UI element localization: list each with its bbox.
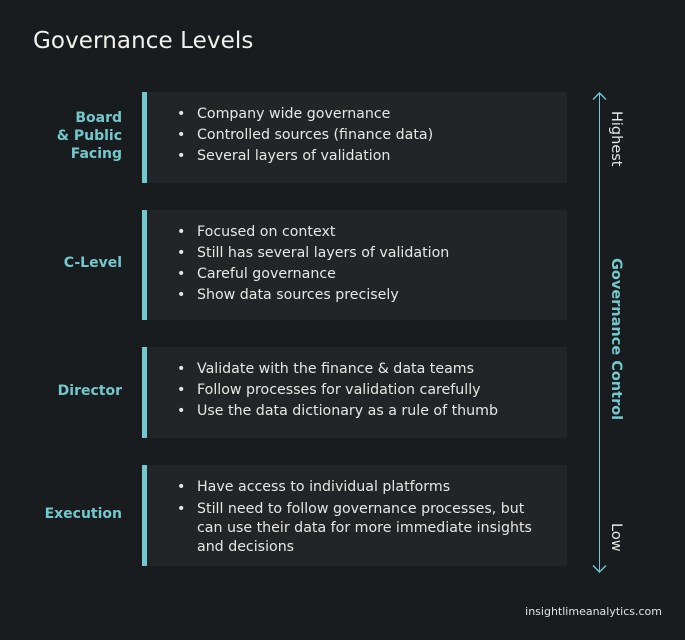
level-box: • Focused on context • Still has several l… (142, 210, 567, 320)
bullet-item: • Focused on context (177, 222, 449, 243)
level-label-line: C-Level (63, 255, 122, 271)
bullet-text: Show data sources precisely (197, 287, 399, 303)
bullet-icon: • (177, 127, 186, 143)
bullet-icon: • (177, 382, 186, 398)
level-box: • Have access to individual platforms • St… (142, 465, 567, 566)
bullet-icon: • (177, 224, 186, 240)
level-label-line: & Public (56, 128, 122, 144)
level-box: • Company wide governance • Controlled sou… (142, 92, 567, 183)
bullet-item: • Validate with the finance & data teams (177, 359, 498, 380)
bullet-icon: • (177, 361, 186, 377)
bullet-list: • Company wide governance • Controlled sou… (177, 104, 433, 167)
level-label: C-Level (64, 254, 122, 272)
bullet-icon: • (177, 245, 186, 261)
bullet-text: Validate with the finance & data teams (197, 361, 474, 377)
bullet-icon: • (177, 403, 186, 419)
bullet-text: Use the data dictionary as a rule of thu… (197, 403, 498, 419)
bullet-icon: • (177, 266, 186, 282)
governance-axis-line (599, 93, 600, 571)
bullet-item: • Use the data dictionary as a rule of th… (177, 401, 498, 422)
arrow-down-icon (592, 565, 607, 573)
bullet-text: Still need to follow governance processe… (197, 501, 525, 517)
bullet-text: and decisions (197, 539, 295, 555)
bullet-item: • Have access to individual platforms (177, 477, 532, 498)
bullet-icon: • (177, 479, 186, 495)
axis-top-label: Highest (608, 111, 624, 167)
footer-website: insightlimeanalytics.com (525, 605, 662, 618)
bullet-icon: • (177, 287, 186, 303)
bullet-item: • Several layers of validation (177, 146, 433, 167)
bullet-text: Several layers of validation (197, 148, 391, 164)
bullet-text: Careful governance (197, 266, 336, 282)
level-label-line: Facing (70, 146, 122, 162)
level-label: Board & Public Facing (57, 109, 122, 163)
bullet-icon: • (177, 148, 186, 164)
axis-bottom-label: Low (608, 523, 624, 552)
bullet-item: • Follow processes for validation careful… (177, 380, 498, 401)
bullet-item: • Company wide governance (177, 104, 433, 125)
bullet-item: • Controlled sources (finance data) (177, 125, 433, 146)
bullet-list: • Have access to individual platforms • St… (177, 477, 532, 557)
level-label-line: Director (57, 383, 122, 399)
bullet-list: •Validate with the finance & data teams … (177, 359, 498, 422)
level-label-line: Board (75, 110, 122, 126)
arrow-up-icon (592, 92, 607, 100)
bullet-item: • Still has several layers of validation (177, 243, 449, 264)
bullet-text: Controlled sources (finance data) (197, 127, 434, 143)
bullet-icon: • (177, 501, 186, 517)
bullet-item: • Still need to follow governance process… (177, 500, 532, 557)
bullet-icon: • (177, 106, 186, 122)
page-title: Governance Levels (33, 28, 254, 54)
bullet-text: can use their data for more immediate in… (197, 520, 532, 536)
bullet-text: Still has several layers of validation (197, 245, 450, 261)
bullet-text: Company wide governance (197, 106, 391, 122)
bullet-item: • Careful governance (177, 264, 449, 285)
bullet-text: Focused on context (197, 224, 336, 240)
bullet-list: • Focused on context • Still has several l… (177, 222, 449, 306)
bullet-item: • Show data sources precisely (177, 285, 449, 306)
axis-title: Governance Control (608, 258, 624, 421)
level-label: Director (58, 382, 122, 400)
bullet-text: Follow processes for validation carefull… (197, 382, 481, 398)
level-box: •Validate with the finance & data teams … (142, 347, 567, 438)
level-label: Execution (45, 505, 122, 523)
level-label-line: Execution (44, 506, 122, 522)
bullet-text: Have access to individual platforms (197, 479, 451, 495)
